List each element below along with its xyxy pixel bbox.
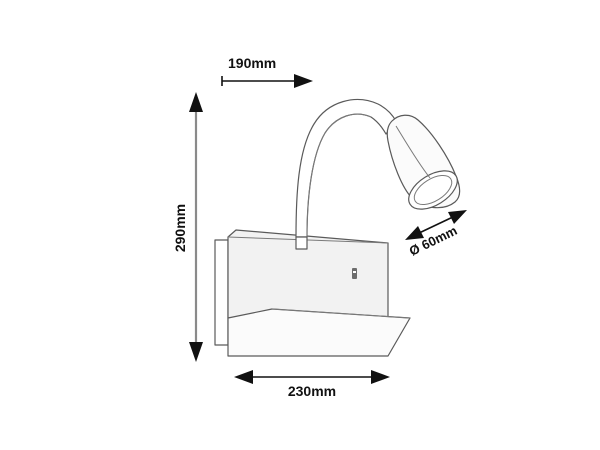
dim-230-right-arrowhead (371, 370, 390, 384)
dimension-190mm: 190mm (221, 55, 313, 88)
dim-60-lower-arrowhead (405, 226, 424, 240)
lamp-reflector (413, 174, 453, 206)
gooseneck-post-lower (295, 236, 308, 250)
dim-230-left-arrowhead (234, 370, 253, 384)
dim-190-right-arrowhead (294, 74, 313, 88)
shade-highlight-line (395, 125, 431, 179)
rocker-switch-highlight (353, 271, 356, 273)
mounting-flange (214, 239, 229, 346)
dimension-230mm: 230mm (234, 370, 390, 399)
flexible-gooseneck-arm (295, 99, 397, 238)
lamp-head-rim (408, 170, 458, 210)
dim-190-label: 190mm (228, 55, 276, 71)
rocker-switch[interactable] (352, 268, 357, 279)
dim-290-bottom-arrowhead (189, 342, 203, 362)
gooseneck-inner-line (306, 113, 372, 238)
product-illustration (214, 99, 461, 357)
dim-290-label: 290mm (172, 204, 188, 252)
dim-60-label: Ø 60mm (407, 223, 460, 259)
shelf-platform (227, 308, 411, 357)
dim-60-upper-arrowhead (448, 210, 467, 224)
dim-60-shaft (416, 215, 456, 235)
dimension-290mm: 290mm (172, 92, 203, 362)
dim-290-top-arrowhead (189, 92, 203, 112)
back-plate-top-edge (227, 236, 389, 244)
dim-230-label: 230mm (288, 383, 336, 399)
dimension-60mm-diameter: Ø 60mm (405, 210, 467, 259)
wall-back-plate (227, 229, 389, 319)
shelf-fold-line (271, 308, 411, 319)
